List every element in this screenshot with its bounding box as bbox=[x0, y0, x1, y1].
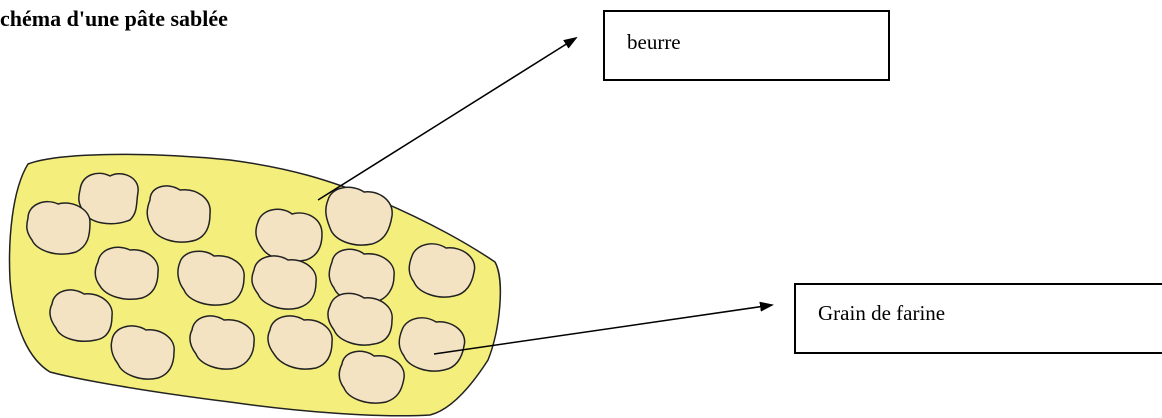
beurre-arrow bbox=[318, 38, 576, 200]
label-grain-de-farine: Grain de farine bbox=[794, 283, 1162, 354]
flour-grain bbox=[409, 244, 474, 297]
flour-grain bbox=[399, 318, 464, 371]
flour-grain bbox=[326, 187, 392, 245]
flour-grain bbox=[147, 186, 210, 242]
label-beurre: beurre bbox=[603, 10, 890, 81]
flour-grain bbox=[50, 290, 112, 341]
flour-grain bbox=[27, 202, 90, 254]
flour-grain bbox=[95, 247, 158, 299]
flour-grain bbox=[256, 209, 322, 261]
